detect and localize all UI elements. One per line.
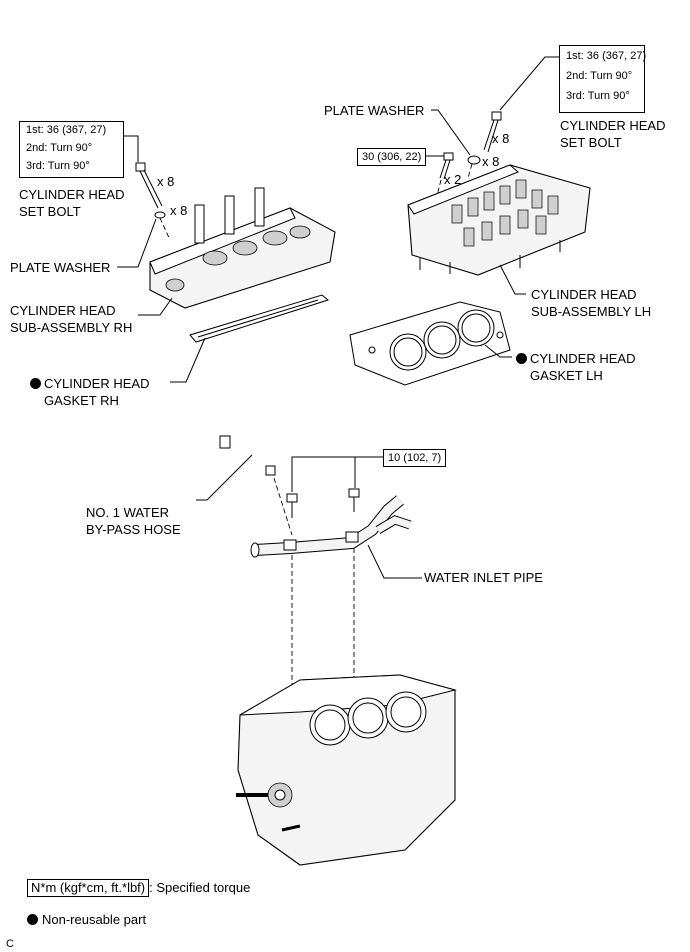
label-water-inlet-pipe: WATER INLET PIPE	[424, 570, 543, 585]
label-lh-washer-qty: x 8	[482, 154, 500, 169]
water-pipe-bolt-icon	[286, 488, 360, 518]
label-bypass-hose: NO. 1 WATER BY-PASS HOSE	[86, 505, 181, 537]
legend-torque-key: N*m (kgf*cm, ft.*lbf)	[27, 879, 150, 897]
label-rh-bolt-qty: x 8	[157, 174, 175, 189]
nonreusable-dot-icon	[516, 353, 527, 364]
torque-box-lh-small-bolt: 30 (306, 22)	[357, 148, 427, 166]
label-lh-plate-washer: PLATE WASHER	[324, 103, 425, 118]
label-lh-set-bolt: CYLINDER HEAD SET BOLT	[560, 118, 666, 150]
water-inlet-pipe-icon	[250, 495, 412, 558]
torque-line-3: 3rd: Turn 90°	[26, 160, 90, 172]
torque-box-water-pipe-bolt: 10 (102, 7)	[383, 449, 447, 467]
torque-line-1: 1st: 36 (367, 27)	[566, 50, 647, 62]
torque-line-1: 1st: 36 (367, 27)	[26, 124, 107, 136]
legend-nonreusable: Non-reusable part	[27, 912, 146, 928]
legend-torque-text: : Specified torque	[149, 880, 251, 895]
corner-code: C	[6, 938, 14, 950]
torque-line-3: 3rd: Turn 90°	[566, 90, 630, 102]
legend-nonreusable-text: Non-reusable part	[42, 912, 147, 927]
nonreusable-dot-icon	[27, 914, 38, 925]
label-rh-washer-qty: x 8	[170, 203, 188, 218]
torque-line-2: 2nd: Turn 90°	[26, 142, 93, 154]
cylinder-head-rh-icon	[149, 187, 336, 309]
label-lh-gasket: CYLINDER HEAD GASKET LH	[516, 350, 635, 384]
label-lh-bolt-qty: x 8	[492, 131, 510, 146]
cylinder-head-gasket-rh-icon	[189, 294, 330, 343]
label-rh-set-bolt: CYLINDER HEAD SET BOLT	[19, 187, 125, 219]
nonreusable-dot-icon	[30, 378, 41, 389]
rh-set-bolt-icon	[135, 162, 163, 209]
cylinder-head-lh-icon	[407, 164, 591, 276]
lh-small-bolt-icon	[439, 152, 454, 180]
torque-box-lh-set-bolt: 1st: 36 (367, 27) 2nd: Turn 90° 3rd: Tur…	[559, 45, 647, 113]
torque-box-rh-set-bolt: 1st: 36 (367, 27) 2nd: Turn 90° 3rd: Tur…	[19, 121, 124, 178]
lh-set-bolt-icon	[483, 111, 502, 153]
label-rh-gasket: CYLINDER HEAD GASKET RH	[30, 375, 149, 409]
lh-plate-washer-icon	[467, 155, 481, 165]
torque-line-2: 2nd: Turn 90°	[566, 70, 633, 82]
rh-plate-washer-icon	[154, 211, 166, 219]
cylinder-head-gasket-lh-icon	[349, 301, 511, 386]
water-bypass-hose-icon	[219, 434, 276, 476]
label-lh-small-bolt-qty: x 2	[444, 172, 462, 187]
legend-torque: N*m (kgf*cm, ft.*lbf): Specified torque	[27, 879, 250, 897]
label-rh-plate-washer: PLATE WASHER	[10, 260, 111, 275]
label-rh-head: CYLINDER HEAD SUB-ASSEMBLY RH	[10, 303, 133, 335]
cylinder-block-icon	[236, 674, 457, 866]
label-lh-head: CYLINDER HEAD SUB-ASSEMBLY LH	[531, 287, 652, 319]
